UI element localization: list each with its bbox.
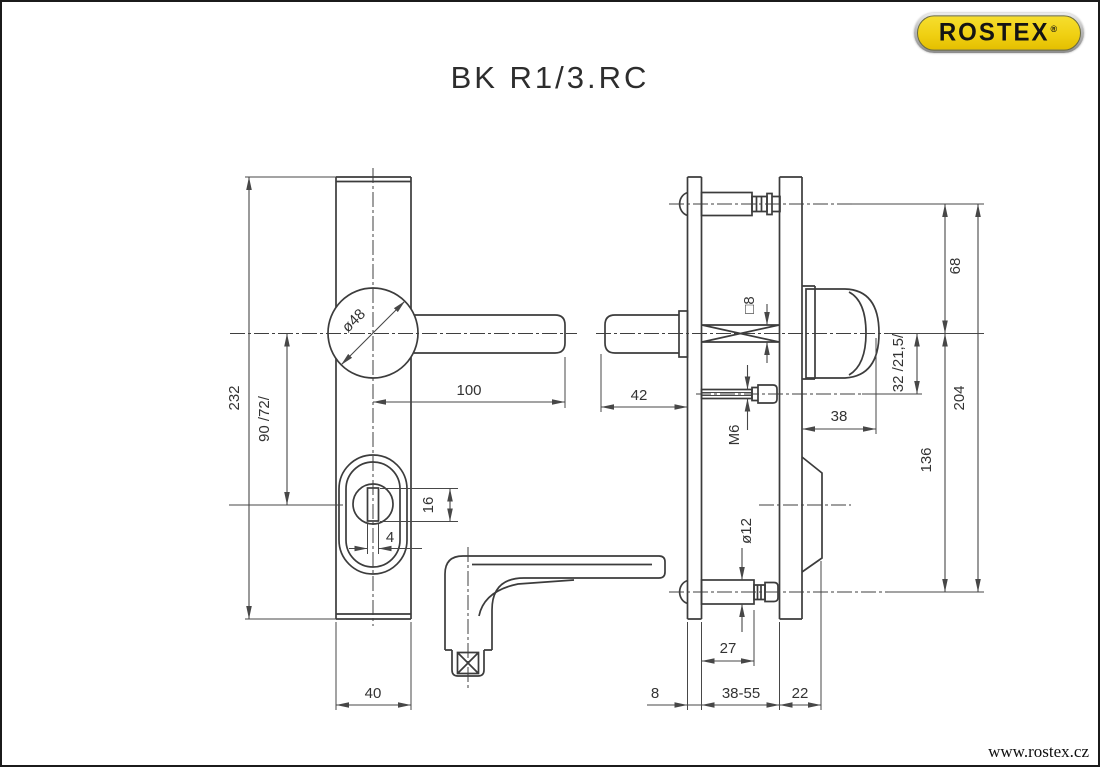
extension-lines	[335, 622, 412, 710]
dim-screw-diameter: ø12	[738, 518, 755, 632]
dim-label-fixing-thread: M6	[726, 425, 743, 446]
dim-label-handle-to-cylinder: 90 /72/	[256, 395, 273, 442]
dim-label-screw-diameter: ø12	[738, 518, 755, 544]
side-view: 42 □8 M6 38 32 /21,5/	[596, 176, 984, 710]
side-view-axes	[596, 203, 888, 593]
handle-profile-outline	[444, 555, 666, 650]
axis-extension-lines	[852, 203, 984, 593]
dim-label-outer-plate-thickness: 22	[792, 685, 809, 702]
dim-fixing-thread: M6	[726, 365, 751, 446]
outer-plate	[778, 176, 803, 620]
dim-grip-projection: 38	[802, 338, 877, 434]
website-link[interactable]: www.rostex.cz	[988, 742, 1089, 761]
dim-handle-to-m6: 32 /21,5/	[890, 333, 920, 394]
extension-lines	[687, 561, 822, 710]
m6-ferrule	[751, 384, 778, 404]
dim-screw-spacing: 204	[951, 204, 981, 592]
dim-label-overall-height: 232	[226, 385, 243, 410]
cylinder-guard-bump	[801, 456, 823, 573]
m6-rod-thread-lines	[702, 392, 752, 396]
dim-label-spindle-square: □8	[741, 296, 758, 313]
dim-label-top-screw-to-handle: 68	[947, 258, 964, 275]
dim-keyway-height: 16	[380, 488, 458, 522]
dim-label-stub-length: 42	[631, 387, 648, 404]
handle-profile-detail-curves	[472, 563, 652, 617]
rostex-logo-pill: ROSTEX®	[917, 15, 1081, 51]
dim-label-lever-length: 100	[456, 382, 481, 399]
dim-screw-length: 27	[701, 610, 755, 666]
dim-label-plate-width: 40	[365, 685, 382, 702]
front-view: 232 90 /72/ ø48 100 16	[226, 168, 577, 710]
handle-rose-profile	[802, 285, 816, 380]
dim-label-handle-to-bottom-screw: 136	[918, 447, 935, 472]
front-center-lines	[230, 168, 577, 626]
drawing-title: BK R1/3.RC	[450, 60, 650, 95]
lever-handle-outline	[414, 314, 566, 354]
inner-plate	[686, 176, 703, 620]
dim-label-keyway-width: 4	[386, 529, 394, 546]
dim-top-screw-to-handle: 68	[942, 204, 964, 334]
extension-lines	[245, 176, 336, 620]
dim-spindle-square: □8	[741, 296, 770, 363]
dim-label-handle-to-m6: 32 /21,5/	[890, 333, 907, 392]
dim-handle-to-cylinder: 90 /72/	[229, 333, 343, 506]
dim-label-plate-thickness: 8	[651, 685, 659, 702]
dim-keyway-width: 4	[349, 524, 422, 554]
dim-plate-width: 40	[335, 622, 412, 710]
dim-handle-to-bottom-screw: 136	[918, 333, 948, 592]
rostex-logo-text: ROSTEX	[938, 18, 1050, 47]
dim-label-screw-length: 27	[720, 640, 737, 657]
dim-label-screw-spacing: 204	[951, 385, 968, 410]
dim-label-keyway-height: 16	[420, 497, 437, 514]
dim-lever-length: 100	[373, 357, 566, 408]
handle-profile-view	[444, 547, 666, 690]
registered-mark: ®	[1050, 23, 1060, 35]
spindle-cross-section	[701, 324, 780, 343]
dim-label-grip-projection: 38	[831, 408, 848, 425]
dim-stub-length: 42	[600, 354, 688, 412]
dim-bottom-chain: 8 38-55 22	[647, 561, 822, 710]
dim-overall-height: 232	[226, 176, 336, 620]
dim-line	[340, 300, 406, 366]
rostex-logo: ROSTEX®	[914, 13, 1084, 53]
extension-lines	[380, 488, 458, 522]
screw-connector	[764, 581, 779, 603]
dim-label-door-thickness-range: 38-55	[722, 685, 760, 702]
